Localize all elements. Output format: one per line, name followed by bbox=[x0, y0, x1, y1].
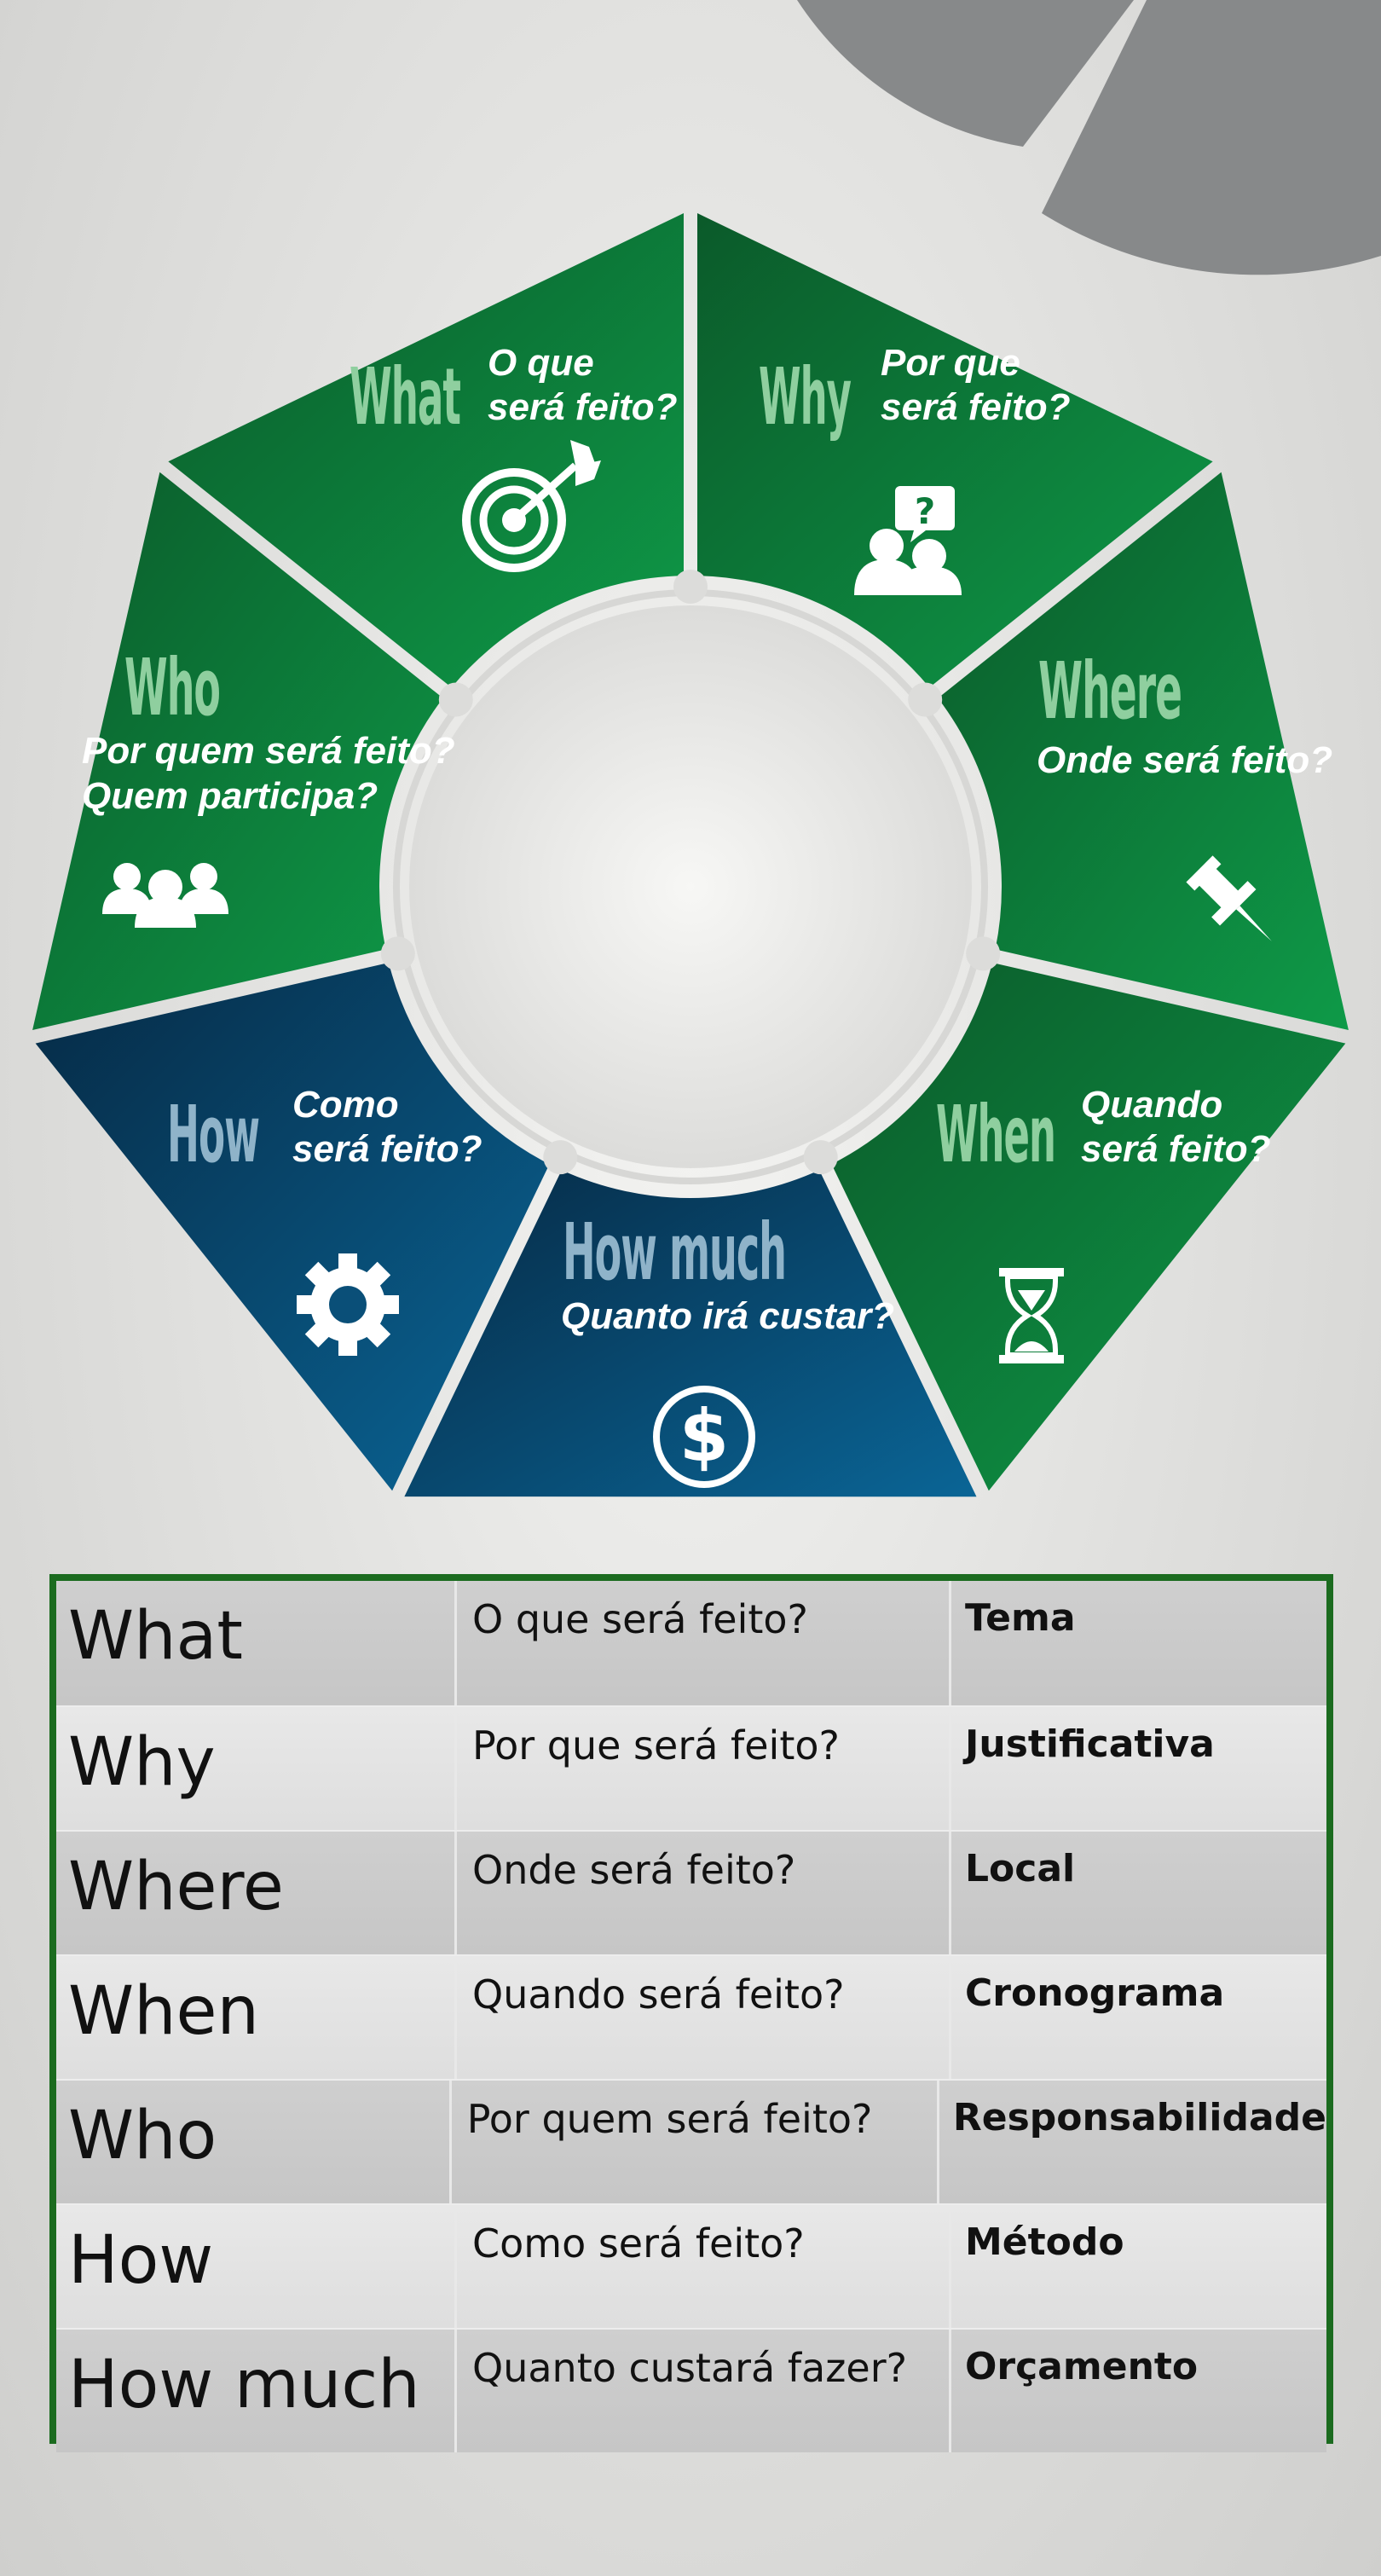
group-icon bbox=[102, 863, 228, 928]
question-what-1: O que bbox=[488, 342, 594, 384]
table-row: When Quando será feito? Cronograma bbox=[56, 1954, 1326, 2079]
question-who-2: Quem participa? bbox=[82, 775, 378, 817]
wedge-what bbox=[168, 213, 685, 688]
segment-how: How Como será feito? bbox=[167, 1084, 482, 1356]
hourglass-icon bbox=[999, 1268, 1064, 1363]
separator-dot bbox=[543, 1140, 578, 1175]
segment-who: Who Por quem será feito? Quem participa? bbox=[82, 642, 455, 928]
keyword-how: How bbox=[167, 1089, 259, 1180]
svg-text:?: ? bbox=[915, 490, 935, 532]
separator-dot bbox=[908, 682, 943, 717]
term-cell: Who bbox=[56, 2081, 452, 2203]
keyword-what: What bbox=[350, 351, 460, 443]
wedge-howmuch bbox=[404, 1170, 977, 1497]
question-cell: Por que será feito? bbox=[457, 1707, 951, 1830]
dollar-coin-icon: $ bbox=[653, 1386, 755, 1488]
separator-dot bbox=[803, 1140, 838, 1175]
question-cell: Como será feito? bbox=[457, 2205, 951, 2328]
target-icon bbox=[462, 440, 601, 572]
question-cell: Onde será feito? bbox=[457, 1832, 951, 1954]
question-how-much-1: Quanto irá custar? bbox=[561, 1295, 894, 1337]
decorative-shapes bbox=[797, 0, 1381, 275]
term-cell: Where bbox=[56, 1832, 457, 1954]
meaning-cell: Orçamento bbox=[965, 2345, 1199, 2388]
wedge-when bbox=[831, 963, 1346, 1491]
question-what-2: será feito? bbox=[488, 386, 678, 428]
term-cell: What bbox=[56, 1581, 457, 1705]
table-row: What O que será feito? Tema bbox=[56, 1581, 1326, 1705]
term-cell: How much bbox=[56, 2330, 457, 2452]
separator-dot bbox=[673, 570, 708, 604]
meaning-cell: Cronograma bbox=[965, 1971, 1225, 2015]
segment-what: What O que será feito? bbox=[350, 342, 678, 572]
separator-dot bbox=[966, 936, 1001, 971]
keyword-when: When bbox=[936, 1089, 1055, 1180]
separator-dot bbox=[438, 682, 473, 717]
wedge-why bbox=[696, 213, 1213, 688]
meaning-cell: Local bbox=[965, 1847, 1076, 1890]
question-cell: Por quem será feito? bbox=[452, 2081, 939, 2203]
question-cell: O que será feito? bbox=[457, 1581, 951, 1705]
term-cell: When bbox=[56, 1956, 457, 2079]
question-why-2: será feito? bbox=[881, 386, 1071, 428]
gear-icon bbox=[297, 1253, 399, 1356]
wedge-how bbox=[35, 963, 550, 1491]
table-row: How Como será feito? Método bbox=[56, 2203, 1326, 2328]
meaning-cell: Método bbox=[965, 2220, 1124, 2264]
pushpin-icon bbox=[1186, 855, 1272, 941]
table-row: How much Quanto custará fazer? Orçamento bbox=[56, 2328, 1326, 2452]
question-cell: Quanto custará fazer? bbox=[457, 2330, 951, 2452]
keyword-where: Where bbox=[1038, 645, 1182, 737]
separator-dot bbox=[380, 936, 415, 971]
table-row: Where Onde será feito? Local bbox=[56, 1830, 1326, 1954]
question-when-2: será feito? bbox=[1081, 1128, 1271, 1170]
question-how-1: Como bbox=[292, 1084, 399, 1126]
question-who-1: Por quem será feito? bbox=[82, 730, 455, 772]
svg-text:$: $ bbox=[679, 1394, 729, 1478]
question-when-1: Quando bbox=[1081, 1084, 1222, 1126]
5w2h-table: What O que será feito? Tema Why Por que … bbox=[49, 1574, 1333, 2452]
segment-where: Where Onde será feito? bbox=[1037, 645, 1332, 941]
keyword-who: Who bbox=[124, 642, 220, 733]
keyword-why: Why bbox=[759, 351, 851, 443]
question-why-1: Por que bbox=[881, 342, 1020, 384]
people-question-icon: ? bbox=[854, 486, 962, 595]
question-how-2: será feito? bbox=[292, 1128, 482, 1170]
meaning-cell: Responsabilidade bbox=[952, 2096, 1326, 2139]
table-row: Why Por que será feito? Justificativa bbox=[56, 1705, 1326, 1830]
meaning-cell: Justificativa bbox=[965, 1722, 1215, 1766]
5w2h-wheel-diagram: What O que será feito? Why Por que será … bbox=[32, 0, 1381, 1497]
segment-when: When Quando será feito? bbox=[936, 1084, 1271, 1363]
segment-why: Why Por que será feito? ? bbox=[759, 342, 1071, 595]
term-cell: How bbox=[56, 2205, 457, 2328]
question-where-1: Onde será feito? bbox=[1037, 739, 1332, 781]
keyword-how-much: How much bbox=[563, 1207, 786, 1298]
segment-how-much: How much Quanto irá custar? $ bbox=[561, 1207, 894, 1488]
table-row: Who Por quem será feito? Responsabilidad… bbox=[56, 2079, 1326, 2203]
term-cell: Why bbox=[56, 1707, 457, 1830]
meaning-cell: Tema bbox=[965, 1596, 1076, 1640]
center-hub bbox=[409, 605, 972, 1168]
question-cell: Quando será feito? bbox=[457, 1956, 951, 2079]
